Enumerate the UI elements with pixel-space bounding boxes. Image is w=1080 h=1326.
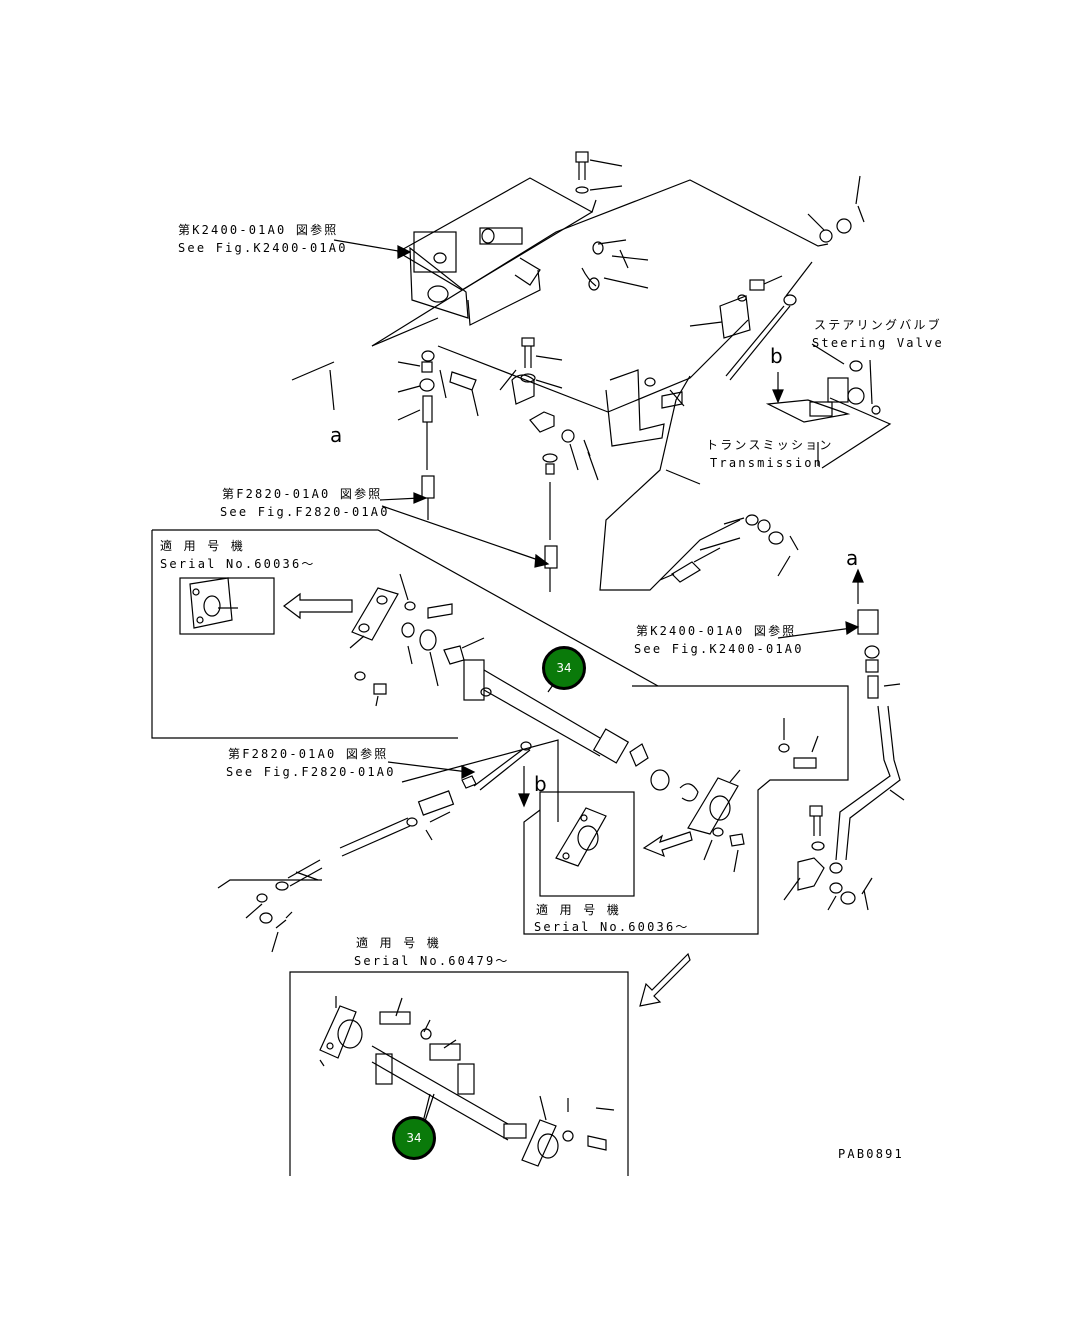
serial-box-left-serial: Serial No.60036～	[160, 557, 316, 571]
transmission-outline	[599, 375, 741, 591]
serial-box-bottom-serial: Serial No.60479～	[354, 954, 510, 968]
ref-k2400-top-en: See Fig.K2400-01A0	[178, 241, 348, 255]
arrow-leftdown-hollow	[642, 831, 693, 858]
callout-34-bottom[interactable]: 34	[392, 1116, 436, 1160]
pin-clip-group	[581, 239, 649, 291]
top-bolt	[575, 151, 623, 194]
serial-box-right	[539, 791, 635, 897]
marker-b-mid: b	[534, 772, 547, 796]
drawing-code: PAB0891	[838, 1147, 904, 1161]
steering-valve-en: Steering Valve	[812, 336, 944, 350]
serial-box-right-serial: Serial No.60036～	[534, 920, 690, 934]
serial-box-bottom	[289, 971, 629, 1176]
main-shaft	[463, 659, 699, 802]
ref-f2820-mid-jp: 第F2820-01A0 図参照	[228, 747, 389, 761]
serial-box-left-title: 適 用 号 機	[160, 539, 246, 553]
serial-box-right-title: 適 用 号 機	[536, 903, 622, 917]
top-bracket-assembly	[396, 177, 597, 326]
lower-right-cluster	[783, 805, 873, 911]
transmission-en: Transmission	[710, 456, 824, 470]
arrow-left-hollow	[283, 592, 353, 620]
ref-k2400-right-en: See Fig.K2400-01A0	[634, 642, 804, 656]
middle-rod	[245, 741, 532, 953]
ref-f2820-top-en: See Fig.F2820-01A0	[220, 505, 390, 519]
marker-a-top: a	[330, 423, 343, 447]
marker-a-right: a	[846, 546, 859, 570]
right-plate	[689, 275, 783, 339]
cable-end-parts	[659, 514, 799, 583]
steering-valve-assembly	[765, 359, 881, 423]
left-cable-column	[397, 350, 479, 520]
ref-f2820-mid-en: See Fig.F2820-01A0	[226, 765, 396, 779]
serial-box-bottom-title: 適 用 号 機	[356, 936, 442, 950]
ref-k2400-top-jp: 第K2400-01A0 図参照	[178, 223, 339, 237]
steering-valve-jp: ステアリングバルブ	[814, 318, 942, 332]
ref-k2400-right-jp: 第K2400-01A0 図参照	[636, 624, 797, 638]
upper-right-cable	[725, 175, 865, 381]
bottom-assembly	[319, 996, 615, 1167]
transmission-jp: トランスミッション	[706, 438, 834, 452]
marker-b-top: b	[770, 344, 783, 368]
center-parts	[499, 337, 599, 592]
ref-f2820-top-jp: 第F2820-01A0 図参照	[222, 487, 383, 501]
callout-34-top[interactable]: 34	[542, 646, 586, 690]
right-bracket-parts	[687, 718, 819, 873]
group-outline-top	[371, 179, 829, 347]
arrow-downleft-hollow	[639, 952, 691, 1007]
right-a-assembly	[835, 568, 905, 861]
left-bracket-parts	[349, 573, 485, 707]
